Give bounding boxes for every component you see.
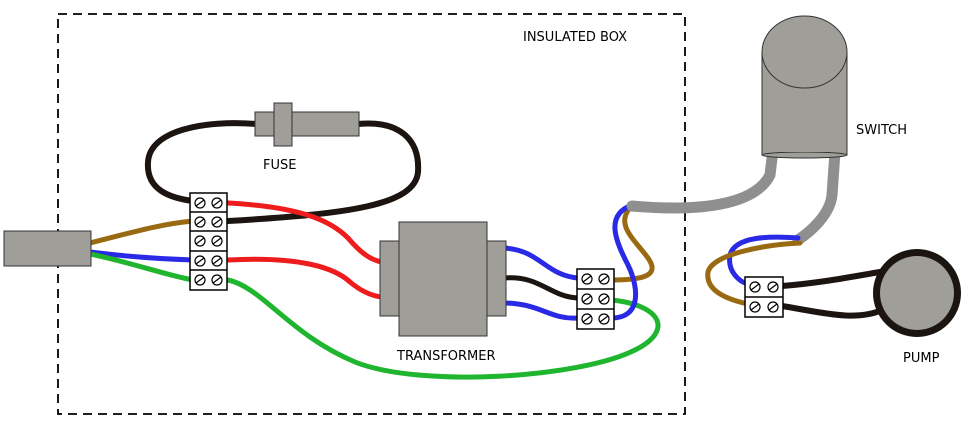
transformer-blue-wire-1: [501, 245, 581, 281]
blue-neutral-wire: [87, 249, 196, 263]
insulated-box-label: INSULATED BOX: [523, 30, 627, 45]
red-wire-upper: [225, 200, 385, 265]
pump: [873, 249, 961, 337]
switch-blue-wire: [609, 202, 639, 321]
pump-terminal-block: [744, 276, 784, 318]
secondary-terminal-block: [576, 268, 615, 330]
fuse-label: FUSE: [263, 158, 296, 173]
red-wire-lower: [225, 256, 385, 300]
brown-live-wire: [87, 218, 196, 246]
fuse-left-wire: [144, 120, 259, 204]
switch-cable-2: [792, 146, 841, 246]
insulated-box-outline: [57, 13, 686, 415]
transformer-black-wire: [501, 275, 581, 301]
transformer: [379, 221, 507, 337]
switch-label: SWITCH: [856, 123, 907, 138]
green-earth-loop: [225, 277, 661, 380]
pump-brown-wire: [705, 240, 803, 307]
main-terminal-block: [189, 192, 228, 291]
switch-cable-1: [626, 144, 779, 214]
float-switch: [761, 15, 848, 159]
transformer-blue-wire-2: [501, 300, 581, 321]
switch-brown-wire: [609, 205, 655, 283]
pump-black-wire-2: [779, 303, 885, 319]
pump-black-wire-1: [779, 269, 883, 289]
fuse: [254, 102, 360, 147]
transformer-label: TRANSFORMER: [396, 349, 496, 364]
mains-plug: [3, 230, 92, 267]
green-earth-wire: [87, 251, 196, 283]
pump-label: PUMP: [903, 351, 940, 366]
